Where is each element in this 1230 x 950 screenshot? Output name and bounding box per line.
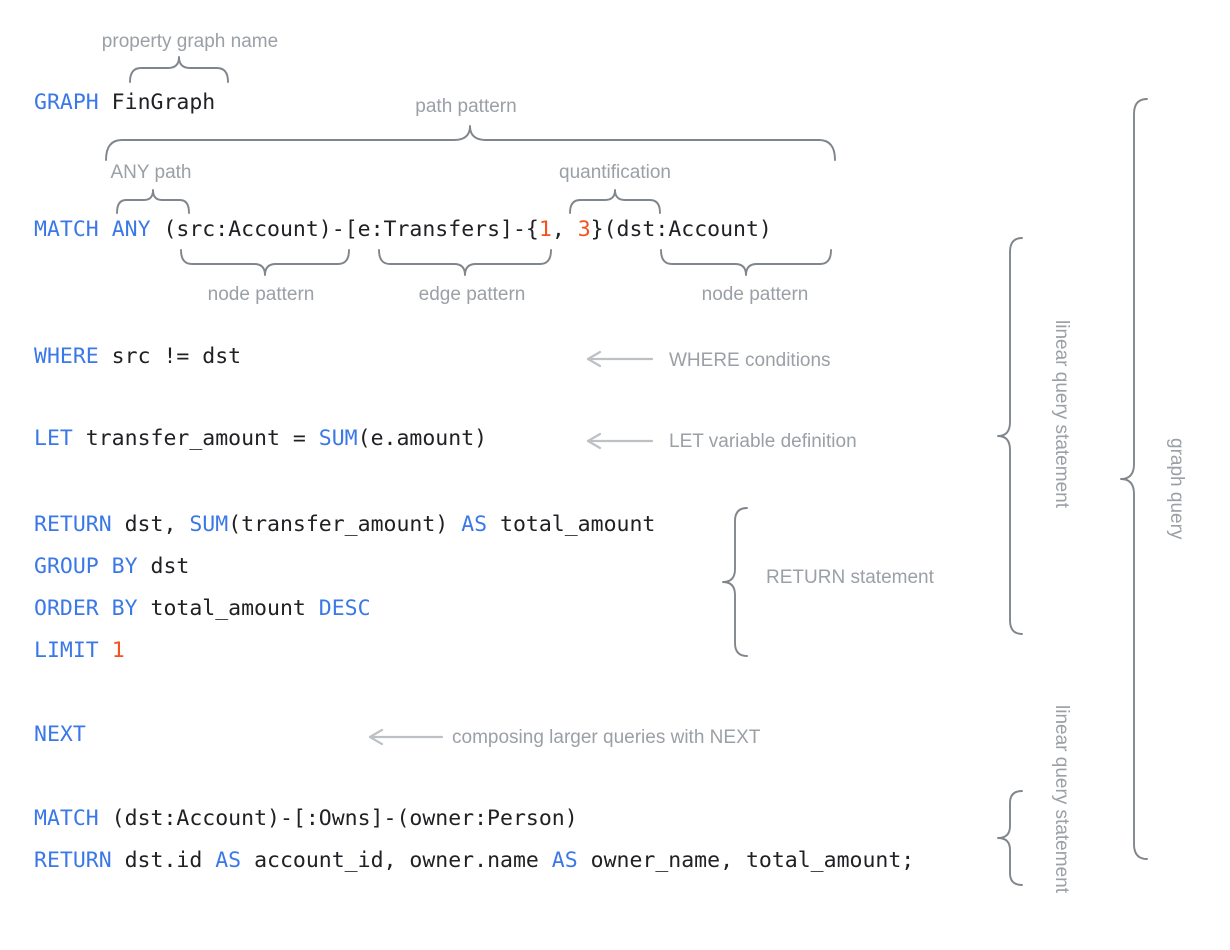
code-token-keyword: AS xyxy=(551,848,578,873)
brace-node-pattern-left xyxy=(180,249,350,276)
arrow-let-definition xyxy=(586,432,654,450)
brace-graph-query xyxy=(1120,98,1148,860)
code-token-keyword: DESC xyxy=(318,596,371,621)
code-line-where: WHERE src != dst xyxy=(34,346,241,368)
code-line-next: NEXT xyxy=(34,724,86,746)
brace-path-pattern xyxy=(105,125,836,161)
label-path-pattern: path pattern xyxy=(415,96,517,117)
code-token-keyword: MATCH xyxy=(34,806,99,831)
brace-quantification xyxy=(569,189,661,214)
label-linear-query-statement-1: linear query statement xyxy=(1051,320,1072,508)
brace-return-statement xyxy=(722,507,748,657)
code-token-plain: (dst:Account)-[:Owns]-(owner:Person) xyxy=(98,806,578,831)
code-token-number: 1 xyxy=(111,638,125,663)
code-line-return-2: RETURN dst.id AS account_id, owner.name … xyxy=(34,850,914,872)
code-token-keyword: SUM xyxy=(189,512,229,537)
code-token-plain: account_id, owner.name xyxy=(241,848,552,873)
label-where-conditions: WHERE conditions xyxy=(669,350,831,371)
code-line-return-1: RETURN dst, SUM(transfer_amount) AS tota… xyxy=(34,514,655,536)
arrow-where-conditions xyxy=(586,350,654,368)
arrow-next-composition xyxy=(368,728,444,746)
code-token-keyword: ORDER BY xyxy=(34,596,138,621)
label-quantification: quantification xyxy=(559,162,671,183)
code-token-keyword: AS xyxy=(215,848,242,873)
code-token-plain: (e.amount) xyxy=(357,426,488,451)
code-line-order-by: ORDER BY total_amount DESC xyxy=(34,598,371,620)
code-token-plain xyxy=(99,217,112,242)
code-token-plain: owner_name, total_amount; xyxy=(577,848,915,873)
brace-node-pattern-right xyxy=(660,249,832,276)
code-token-plain: src != dst xyxy=(98,344,242,369)
code-token-keyword: LET xyxy=(34,426,73,451)
brace-any-path xyxy=(116,189,190,214)
code-token-keyword: SUM xyxy=(318,426,358,451)
label-let-variable-definition: LET variable definition xyxy=(669,431,857,452)
code-token-number: 3 xyxy=(577,217,591,242)
label-graph-query: graph query xyxy=(1166,438,1187,540)
code-line-match-1: MATCH ANY (src:Account)-[e:Transfers]-{1… xyxy=(34,219,772,241)
code-token-keyword: NEXT xyxy=(34,722,86,747)
code-line-limit: LIMIT 1 xyxy=(34,640,125,662)
label-node-pattern-right: node pattern xyxy=(701,284,809,305)
label-any-path: ANY path xyxy=(110,162,192,183)
code-token-plain: FinGraph xyxy=(98,90,216,115)
code-token-keyword: RETURN xyxy=(34,512,112,537)
brace-linear-query-statement-1 xyxy=(997,237,1023,635)
code-token-plain: dst, xyxy=(111,512,190,537)
code-token-keyword: GROUP BY xyxy=(34,554,138,579)
label-return-statement: RETURN statement xyxy=(766,567,934,588)
code-token-plain: , xyxy=(551,217,578,242)
code-token-keyword: MATCH xyxy=(34,217,99,242)
code-line-graph: GRAPH FinGraph xyxy=(34,92,215,114)
code-token-plain: dst xyxy=(137,554,190,579)
code-token-plain: }(dst:Account) xyxy=(590,217,772,242)
brace-property-graph-name xyxy=(129,56,229,83)
label-property-graph-name: property graph name xyxy=(101,31,279,52)
code-token-keyword: LIMIT xyxy=(34,638,99,663)
code-token-keyword: RETURN xyxy=(34,848,112,873)
code-token-plain: (src:Account)-[e:Transfers]-{ xyxy=(150,217,539,242)
label-linear-query-statement-2: linear query statement xyxy=(1051,705,1072,893)
code-line-let: LET transfer_amount = SUM(e.amount) xyxy=(34,428,487,450)
code-token-plain: total_amount xyxy=(137,596,319,621)
code-line-match-2: MATCH (dst:Account)-[:Owns]-(owner:Perso… xyxy=(34,808,578,830)
label-node-pattern-left: node pattern xyxy=(207,284,315,305)
code-token-keyword: AS xyxy=(461,512,488,537)
code-token-plain: (transfer_amount) xyxy=(228,512,462,537)
label-next-composition: composing larger queries with NEXT xyxy=(452,727,761,748)
code-token-plain: dst.id xyxy=(111,848,216,873)
code-token-keyword: WHERE xyxy=(34,344,99,369)
code-token-keyword: ANY xyxy=(111,217,151,242)
brace-linear-query-statement-2 xyxy=(997,790,1023,886)
code-token-number: 1 xyxy=(538,217,552,242)
code-line-group-by: GROUP BY dst xyxy=(34,556,189,578)
label-edge-pattern: edge pattern xyxy=(418,284,526,305)
code-token-plain: transfer_amount = xyxy=(72,426,319,451)
code-token-plain: total_amount xyxy=(487,512,656,537)
brace-edge-pattern xyxy=(378,249,552,276)
code-token-plain xyxy=(99,638,112,663)
code-token-keyword: GRAPH xyxy=(34,90,99,115)
